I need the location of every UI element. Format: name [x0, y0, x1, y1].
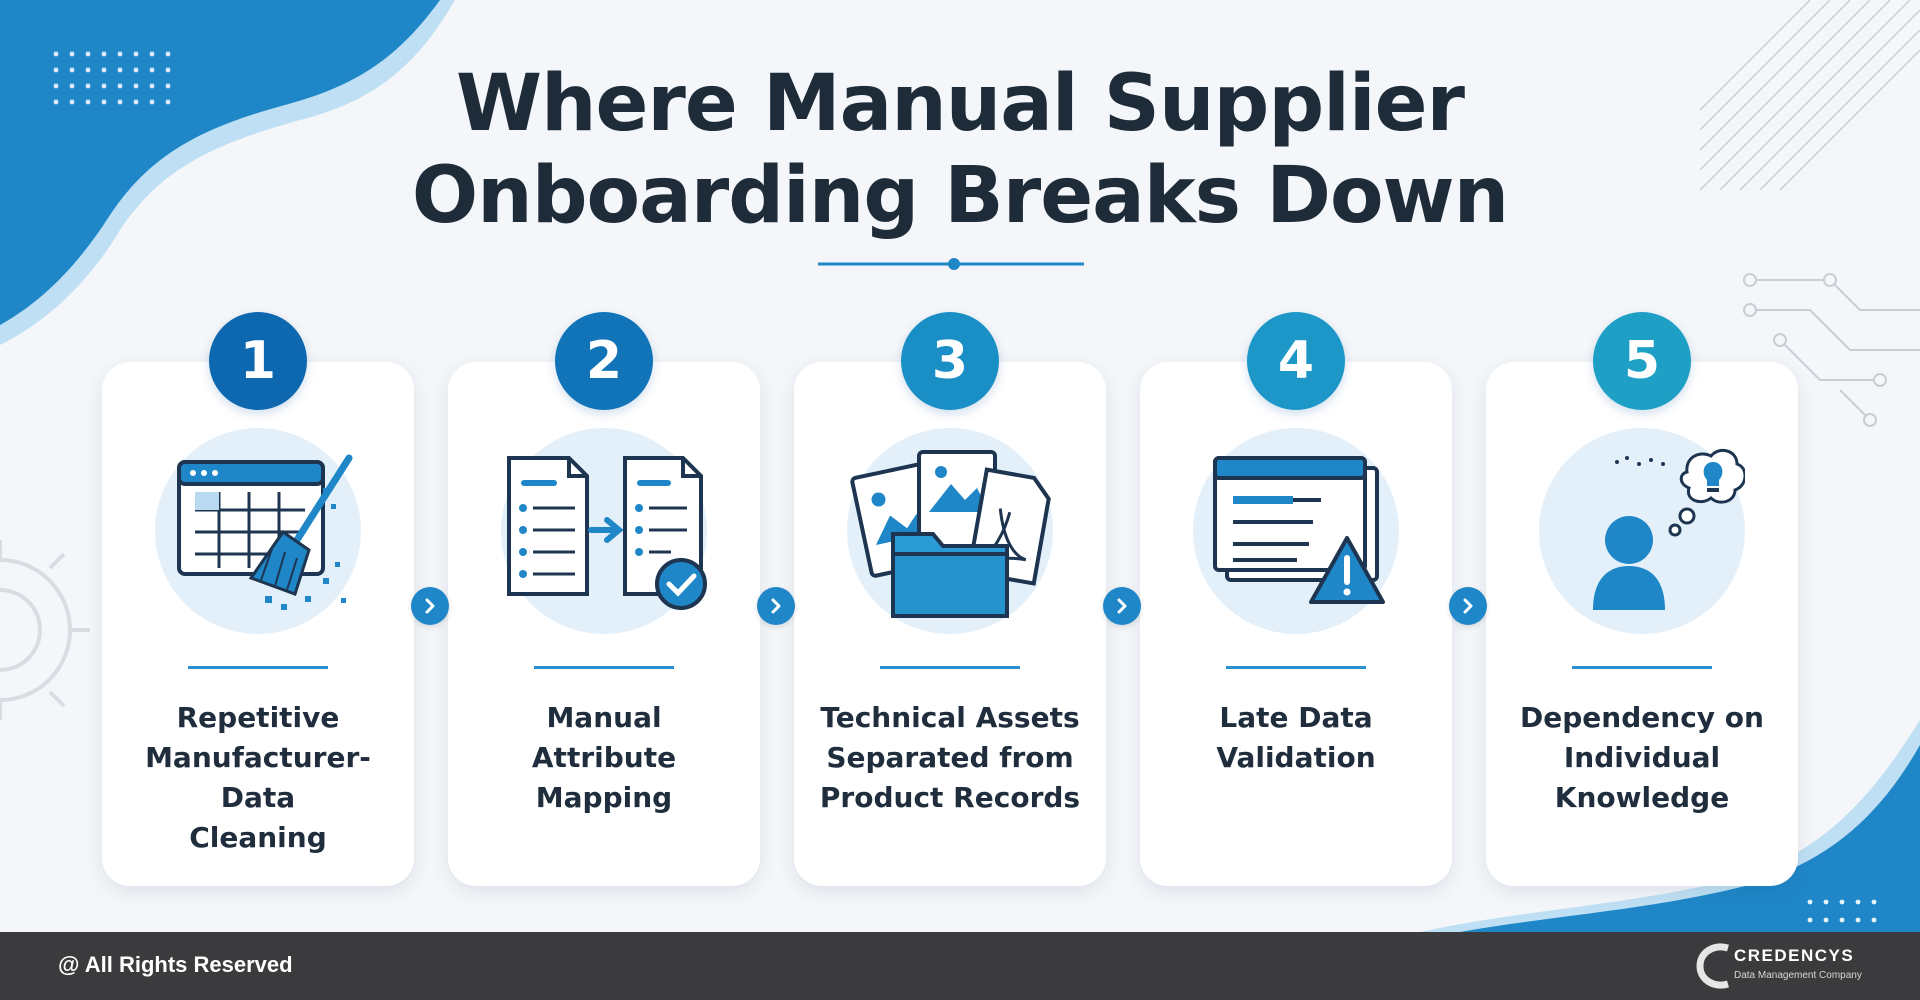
dot-grid-decoration: [53, 51, 171, 105]
top-left-wave-decoration: [0, 0, 455, 345]
table-broom-icon: [155, 428, 361, 634]
step-badge-5: 5: [1593, 312, 1691, 410]
step-label-line: Mapping: [535, 781, 673, 814]
window-warning-icon: [1193, 428, 1399, 634]
gear-decoration: [0, 540, 90, 720]
step-card-1: Repetitive Manufacturer-Data Cleaning: [102, 362, 414, 886]
step-label-line: Dependency on: [1520, 701, 1764, 734]
files-folder-icon: [847, 428, 1053, 634]
step-label-5: Dependency on Individual Knowledge: [1496, 698, 1788, 818]
card-divider: [1226, 666, 1366, 669]
step-card-5: Dependency on Individual Knowledge: [1486, 362, 1798, 886]
step-label-line: Attribute: [531, 741, 677, 774]
copyright-text: @ All Rights Reserved: [58, 952, 293, 977]
circuit-lines-decoration: [1743, 273, 1920, 427]
card-divider: [534, 666, 674, 669]
page-title: Where Manual Supplier Onboarding Breaks …: [0, 58, 1920, 242]
card-divider: [188, 666, 328, 669]
step-badge-1: 1: [209, 312, 307, 410]
step-label-4: Late Data Validation: [1150, 698, 1442, 778]
logo-name: CREDENCYS: [1734, 946, 1855, 965]
next-arrow-icon: [1449, 587, 1487, 625]
step-label-line: Manual: [546, 701, 662, 734]
step-label-line: Repetitive: [176, 701, 340, 734]
footer-bar: @ All Rights Reserved CREDENCYS Data Man…: [0, 932, 1920, 1000]
title-line-2: Onboarding Breaks Down: [411, 151, 1509, 241]
card-divider: [880, 666, 1020, 669]
step-label-line: Individual: [1563, 741, 1721, 774]
title-line-1: Where Manual Supplier: [455, 59, 1465, 149]
next-arrow-icon: [1103, 587, 1141, 625]
step-label-1: Repetitive Manufacturer-Data Cleaning: [112, 698, 404, 858]
step-card-3: Technical Assets Separated from Product …: [794, 362, 1106, 886]
step-card-2: Manual Attribute Mapping: [448, 362, 760, 886]
document-mapping-icon: [501, 428, 707, 634]
bottom-right-wave-decoration: [1420, 720, 1920, 932]
diagonal-lines-decoration: [1700, 0, 1920, 190]
step-badge-4: 4: [1247, 312, 1345, 410]
step-label-line: Product Records: [819, 781, 1081, 814]
step-card-4: Late Data Validation: [1140, 362, 1452, 886]
title-underline: [818, 258, 1084, 270]
card-divider: [1572, 666, 1712, 669]
credencys-logo: CREDENCYS Data Management Company: [1694, 942, 1894, 992]
logo-mark-icon: [1696, 943, 1730, 989]
next-arrow-icon: [757, 587, 795, 625]
step-label-line: Cleaning: [189, 821, 327, 854]
step-label-line: Validation: [1216, 741, 1376, 774]
step-label-line: Separated from: [826, 741, 1074, 774]
step-label-2: Manual Attribute Mapping: [458, 698, 750, 818]
bottom-right-dot-grid-decoration: [1807, 899, 1877, 923]
step-badge-3: 3: [901, 312, 999, 410]
step-label-line: Knowledge: [1554, 781, 1730, 814]
step-label-line: Manufacturer-Data: [145, 741, 371, 814]
person-idea-icon: [1539, 428, 1745, 634]
next-arrow-icon: [411, 587, 449, 625]
step-badge-2: 2: [555, 312, 653, 410]
step-label-line: Late Data: [1219, 701, 1373, 734]
logo-tagline: Data Management Company: [1734, 970, 1862, 981]
step-label-line: Technical Assets: [820, 701, 1080, 734]
step-label-3: Technical Assets Separated from Product …: [804, 698, 1096, 818]
